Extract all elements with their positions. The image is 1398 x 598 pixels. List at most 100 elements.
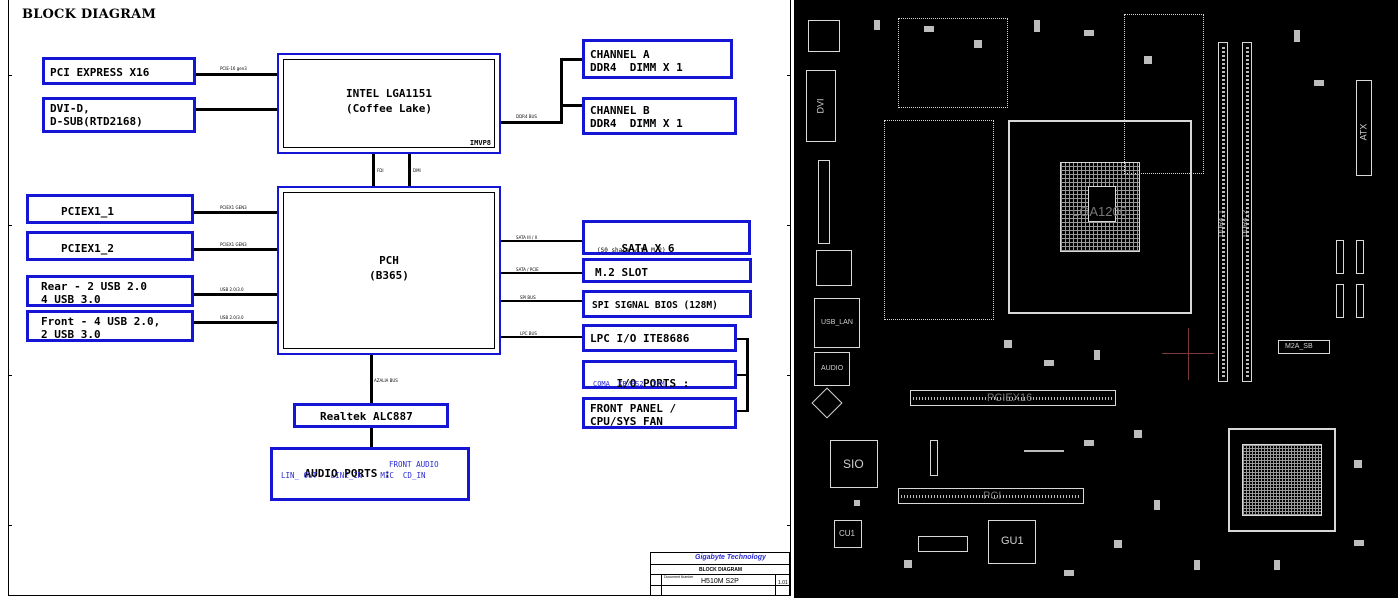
revision: 1.01 xyxy=(778,580,788,586)
pcb-layout-panel: DVI USB_LAN AUDIO LGA1200 DDR4_1 DDR4_2 … xyxy=(794,0,1398,598)
pcb-cu1-label: CU1 xyxy=(839,529,856,538)
pcb-pad xyxy=(1274,560,1280,570)
pcb-pad xyxy=(1354,460,1362,468)
pcb-usb-label: USB_LAN xyxy=(821,319,853,326)
line-audio xyxy=(370,427,373,448)
pcb-audio: AUDIO xyxy=(814,352,850,386)
bus-label-sata: SATA III / II xyxy=(516,235,537,240)
pcb-pad xyxy=(1094,350,1100,360)
pcb-pad xyxy=(1114,540,1122,548)
cpu-block: INTEL LGA1151 (Coffee Lake) IMVP8 xyxy=(277,53,501,154)
pch-name: PCH xyxy=(379,254,399,267)
title-block: Gigabyte Technology BLOCK DIAGRAM Docume… xyxy=(650,552,790,596)
pcb-header xyxy=(1356,240,1364,274)
pcb-pci-slot: PCI xyxy=(898,488,1084,504)
line-sata xyxy=(500,240,582,242)
line-dvi xyxy=(196,108,278,111)
pcb-component xyxy=(808,20,840,52)
audio-ports-label: AUDIO PORTS : xyxy=(304,467,391,480)
pcb-component xyxy=(811,387,843,419)
pcb-component xyxy=(918,536,968,552)
pcb-pad xyxy=(1294,30,1300,42)
line-dmi xyxy=(408,153,411,187)
pcb-header xyxy=(1336,284,1344,318)
pcb-sio-chip: SIO xyxy=(830,440,878,488)
pcb-socket-center xyxy=(1088,186,1116,222)
line-chan-b xyxy=(560,104,582,107)
line-pciex1-2 xyxy=(194,248,278,251)
pcb-pad xyxy=(1134,430,1142,438)
pcb-pch-balls xyxy=(1242,444,1322,516)
channel-b-block: CHANNEL B DDR4 DIMM X 1 xyxy=(582,97,737,135)
front-usb-block: Front - 4 USB 2.0, 2 USB 3.0 xyxy=(26,310,194,342)
frame-tick xyxy=(8,525,12,526)
model-name: H510M S2P xyxy=(701,578,739,585)
pcb-vrm-area xyxy=(884,120,994,320)
spi-bios-block: SPI SIGNAL BIOS (128M) xyxy=(582,290,752,318)
pcb-dimm-slot-2 xyxy=(1242,42,1252,382)
pcb-pci-label: PCI xyxy=(983,490,1002,502)
line-ddr4 xyxy=(500,121,562,124)
pcb-pad xyxy=(1154,500,1160,510)
realtek-block: Realtek ALC887 xyxy=(293,403,449,428)
pcb-dvi-label: DVI xyxy=(815,98,826,114)
rear-usb-block: Rear - 2 USB 2.0 4 USB 3.0 xyxy=(26,275,194,307)
sheet-title: BLOCK DIAGRAM xyxy=(699,567,743,573)
pcb-cpu-socket: LGA1200 xyxy=(1008,120,1192,314)
pcb-pciex1-slot xyxy=(930,440,938,476)
pcb-header xyxy=(1336,240,1344,274)
pcb-cpu-label: LGA1200 xyxy=(1072,204,1127,219)
line-usb-rear xyxy=(194,293,278,296)
audio-ports-list: LIN_ OUT LINE_IN MIC CD_IN xyxy=(281,471,426,480)
frame-tick xyxy=(8,375,12,376)
doc-number-label: Document Number xyxy=(664,575,694,579)
pciex1-1-block: PCIEX1_1 xyxy=(26,194,194,224)
pcb-dimm-slot-1 xyxy=(1218,42,1228,382)
pcb-pad xyxy=(1034,20,1040,32)
bus-label-usb-rear: USB 2.0/3.0 xyxy=(220,287,244,292)
bus-label-pcie16: PCIE-16 gen3 xyxy=(220,66,247,71)
io-ports-label: I/O PORTS : xyxy=(616,377,690,390)
bus-label-pciex1-2: PCIEX1 GEN3 xyxy=(220,242,247,247)
pciex1-2-block: PCIEX1_2 xyxy=(26,231,194,261)
pcb-pad xyxy=(1314,80,1324,86)
pch-model: (B365) xyxy=(369,269,409,282)
pcb-audio-label: AUDIO xyxy=(821,365,844,372)
pcb-pad xyxy=(1084,440,1094,446)
pcb-component-area xyxy=(1124,14,1204,174)
pcb-pad xyxy=(924,26,934,32)
diagram-title: BLOCK DIAGRAM xyxy=(22,7,157,22)
company-name: Gigabyte Technology xyxy=(695,554,766,561)
block-diagram-panel: BLOCK DIAGRAM PCIE-16 gen3 DDR4 BUS FDI … xyxy=(8,0,791,596)
bus-label-ddr4: DDR4 BUS xyxy=(516,114,537,119)
line-spi xyxy=(500,300,582,302)
io-ports-list: COMA KB/PS2 TPM xyxy=(593,380,665,388)
frame-tick xyxy=(8,225,12,226)
pcb-dvi-connector: DVI xyxy=(806,70,836,142)
line-lpc-out xyxy=(736,338,748,340)
cpu-codename: (Coffee Lake) xyxy=(345,102,433,115)
line-usb-front xyxy=(194,321,278,324)
line-pciex1-1 xyxy=(194,211,278,214)
pcb-m2-label: M2A_SB xyxy=(1285,343,1313,350)
pcb-m2-slot: M2A_SB xyxy=(1278,340,1330,354)
pcb-pad xyxy=(874,20,880,30)
pcb-trace xyxy=(1024,450,1064,452)
pcb-usb-lan: USB_LAN xyxy=(814,298,860,348)
pcb-pad xyxy=(974,40,982,48)
line-lpc xyxy=(500,336,582,338)
pcb-pad xyxy=(1004,340,1012,348)
line-ddr4-vert xyxy=(560,58,563,124)
line-fdi xyxy=(372,153,375,187)
pcb-component xyxy=(818,160,830,244)
line-chan-a xyxy=(560,58,582,61)
pcb-pad xyxy=(904,560,912,568)
pcb-pad xyxy=(1194,560,1200,570)
pcb-gu1-label: GU1 xyxy=(1001,535,1024,547)
io-ports-block: I/O PORTS : COMA KB/PS2 TPM xyxy=(582,360,737,390)
front-panel-block: FRONT PANEL / CPU/SYS FAN xyxy=(582,397,737,429)
frame-tick xyxy=(8,75,12,76)
bus-label-spi: SPI BUS xyxy=(520,295,536,300)
frame-tick xyxy=(787,75,791,76)
pcb-ddr1-label: DDR4_1 xyxy=(1217,210,1225,237)
